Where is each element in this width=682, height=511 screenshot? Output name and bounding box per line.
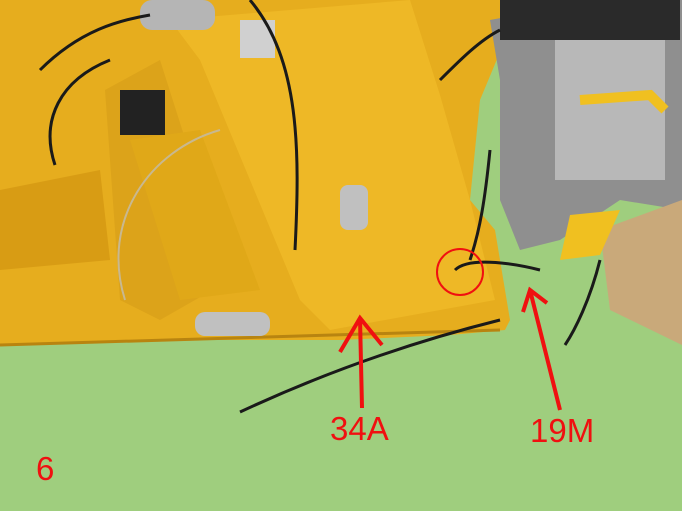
arrow-19m bbox=[521, 286, 562, 411]
engine-dark-top bbox=[500, 0, 680, 40]
step-number-label: 6 bbox=[36, 450, 55, 487]
bracket-part bbox=[240, 20, 275, 58]
highlight-circle bbox=[436, 248, 484, 296]
black-box-part bbox=[120, 90, 165, 135]
chassis-seat-well bbox=[130, 130, 260, 300]
cardboard-piece bbox=[600, 200, 682, 345]
part-label-34a: 34A bbox=[330, 410, 389, 447]
yellow-frame-tube bbox=[579, 89, 669, 114]
engine-cylinder-head bbox=[555, 40, 665, 180]
fuel-filter-bottom bbox=[195, 312, 270, 336]
fuel-filter-center bbox=[340, 185, 368, 230]
brake-line bbox=[117, 129, 221, 301]
chassis-edge bbox=[0, 328, 501, 347]
fuel-filter-top bbox=[140, 0, 215, 30]
arrow-34a bbox=[338, 314, 384, 409]
chassis-raised-panel bbox=[170, 0, 495, 330]
part-label-19m: 19M bbox=[530, 412, 595, 449]
wires bbox=[38, 0, 602, 414]
annotations-layer bbox=[338, 248, 562, 411]
yellow-bracket bbox=[560, 210, 620, 260]
chassis-footwell-left bbox=[0, 170, 110, 270]
